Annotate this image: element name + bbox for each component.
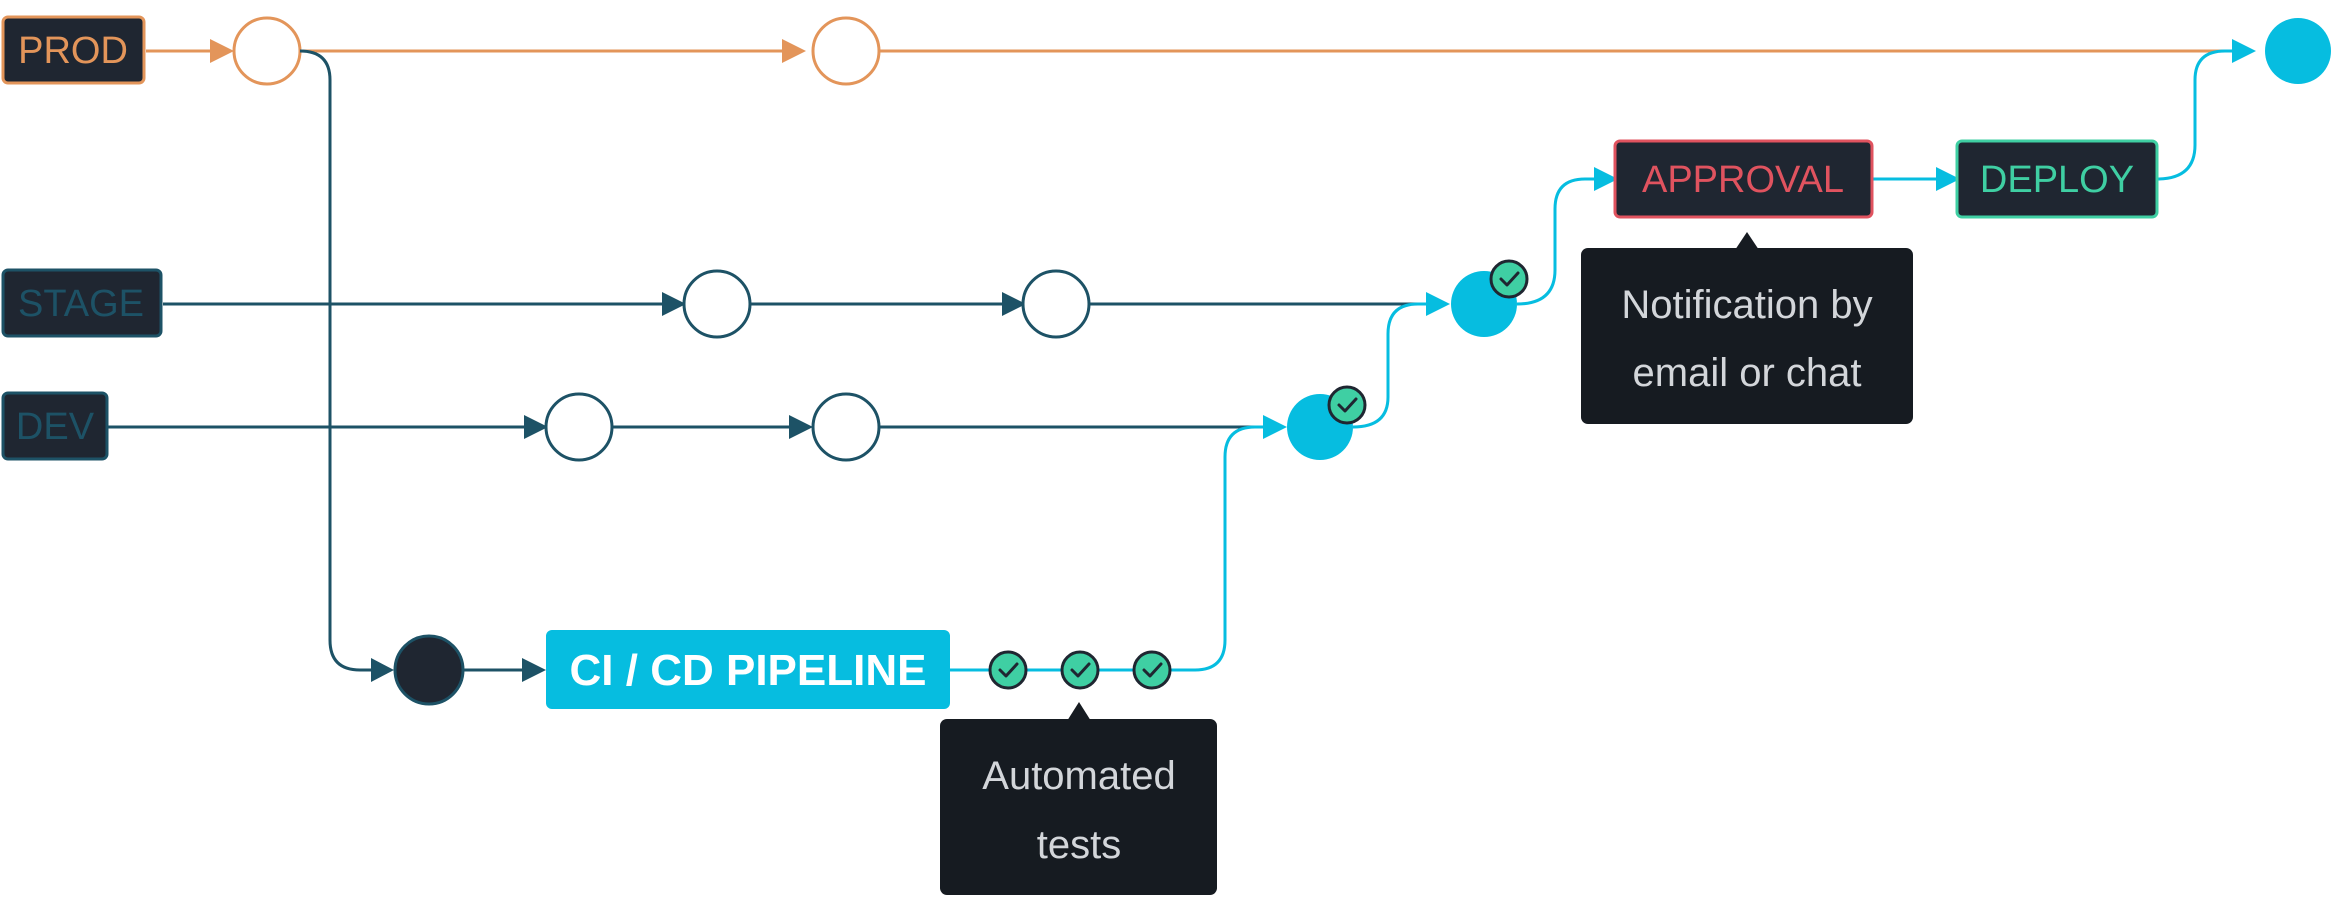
feature-commit-node — [393, 634, 465, 706]
tests-tooltip-line-2: tests — [1037, 823, 1121, 867]
deploy-box: DEPLOY — [1955, 139, 2159, 219]
pipeline-label: CI / CD PIPELINE — [570, 646, 927, 695]
branch-label-dev-text: DEV — [16, 406, 95, 448]
tests-tooltip-line-1: Automated — [982, 754, 1175, 798]
arrow-head — [1426, 292, 1450, 316]
check-icon — [1327, 385, 1367, 425]
dev-commit-node — [811, 392, 881, 462]
check-icon — [988, 650, 1028, 690]
prod-deploy-node — [2265, 18, 2331, 84]
approval-tooltip-line-1: Notification by — [1621, 283, 1872, 327]
check-icon — [1060, 650, 1100, 690]
branch-label-prod-text: PROD — [18, 30, 128, 72]
check-icon — [1489, 259, 1529, 299]
arrow-head — [662, 292, 686, 316]
branch-label-prod: PROD — [1, 15, 146, 85]
feature-branch-line — [299, 49, 546, 706]
arrow-head — [1002, 292, 1026, 316]
arrow-head — [371, 658, 394, 682]
arrow-head — [1263, 415, 1287, 439]
stage-commit-node — [682, 269, 752, 339]
prod-line — [146, 16, 2235, 86]
arrow-head — [522, 658, 546, 682]
prod-commit-node — [232, 16, 302, 86]
branch-label-stage: STAGE — [1, 268, 163, 338]
arrow-head — [524, 415, 548, 439]
deploy-label: DEPLOY — [1980, 159, 2134, 201]
arrow-head — [1594, 167, 1618, 191]
approval-box: APPROVAL — [1613, 139, 1874, 219]
branch-label-dev: DEV — [1, 391, 109, 461]
dev-line — [108, 392, 1270, 462]
approval-tooltip-line-2: email or chat — [1633, 351, 1862, 395]
approval-label: APPROVAL — [1642, 159, 1844, 201]
arrow-head — [789, 415, 813, 439]
arrow-head — [1936, 167, 1960, 191]
stage-line — [163, 269, 1420, 339]
pipeline-box: CI / CD PIPELINE — [546, 630, 950, 709]
prod-commit-node — [811, 16, 881, 86]
arrow-head — [782, 39, 806, 63]
dev-commit-node — [544, 392, 614, 462]
arrow-head — [210, 39, 234, 63]
check-icon — [1132, 650, 1172, 690]
arrow-head — [2232, 39, 2256, 63]
approval-tooltip: Notification by email or chat — [1581, 232, 1913, 424]
stage-commit-node — [1021, 269, 1091, 339]
tests-tooltip: Automated tests — [940, 702, 1217, 895]
branch-label-stage-text: STAGE — [18, 283, 144, 325]
